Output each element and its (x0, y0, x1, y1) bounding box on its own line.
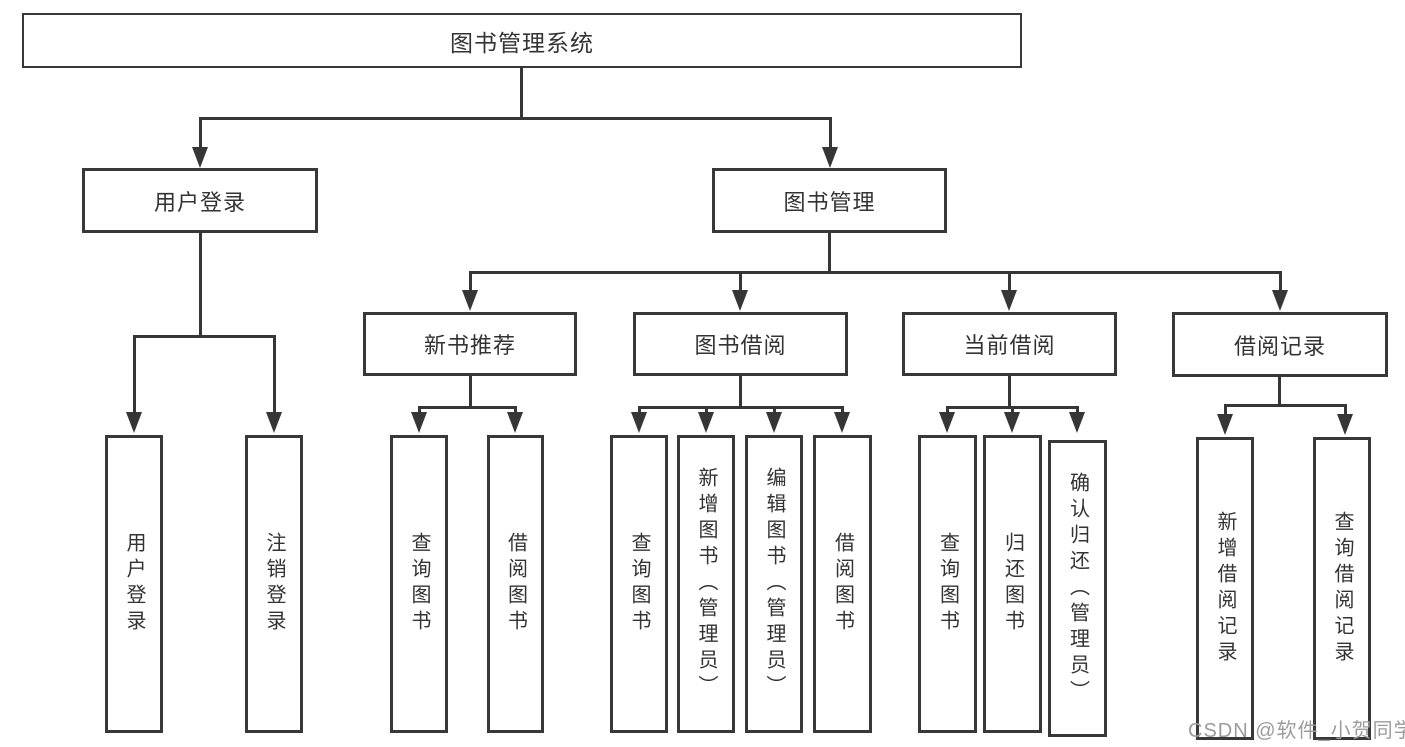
connector-hline (418, 406, 517, 409)
arrowhead-down (1337, 414, 1353, 435)
arrowhead-down (1069, 412, 1085, 433)
leaf-bb-add-books-admin-label: 新增图书（管理员） (695, 467, 717, 701)
connector-hline (133, 335, 276, 338)
csdn-watermark: CSDN @软件_小贺同学 (1188, 720, 1405, 742)
connector-vline (1076, 406, 1079, 416)
arrowhead-down (698, 412, 714, 433)
connector-vline (133, 335, 136, 415)
connector-vline (1279, 271, 1282, 293)
arrowhead-down (1217, 414, 1233, 435)
node-user-login: 用户登录 (82, 168, 318, 233)
node-root: 图书管理系统 (22, 13, 1022, 68)
arrowhead-down (1272, 290, 1288, 311)
leaf-br-query-record: 查询借阅记录 (1313, 437, 1371, 740)
connector-stub (469, 376, 472, 408)
leaf-bb-edit-books-admin: 编辑图书（管理员） (745, 435, 803, 733)
leaf-br-add-record-label: 新增借阅记录 (1214, 510, 1236, 667)
node-user-login-label: 用户登录 (153, 189, 246, 215)
arrowhead-down (1001, 290, 1017, 311)
arrowhead-down (732, 290, 748, 311)
arrowhead-down (192, 147, 208, 168)
connector-hline (199, 117, 832, 120)
leaf-br-query-record-label: 查询借阅记录 (1331, 510, 1353, 667)
leaf-logout-label: 注销登录 (263, 532, 285, 636)
leaf-cb-confirm-return-admin: 确认归还（管理员） (1048, 440, 1107, 737)
connector-stub (1278, 377, 1281, 406)
connector-vline (841, 406, 844, 416)
leaf-cb-return-books: 归还图书 (983, 435, 1042, 733)
leaf-cb-query-books-label: 查询图书 (936, 532, 959, 636)
node-new-book-recommend-label: 新书推荐 (423, 333, 516, 358)
connector-stub (828, 233, 831, 274)
leaf-bb-query-books: 查询图书 (610, 435, 668, 733)
leaf-cb-query-books: 查询图书 (918, 435, 977, 733)
leaf-nb-borrow-books: 借阅图书 (487, 435, 544, 733)
connector-vline (273, 335, 276, 415)
leaf-logout: 注销登录 (245, 435, 303, 733)
connector-vline (1008, 271, 1011, 293)
leaf-nb-query-books-label: 查询图书 (408, 532, 430, 636)
leaf-bb-query-books-label: 查询图书 (628, 532, 650, 636)
node-current-borrowing-label: 当前借阅 (963, 333, 1056, 358)
arrowhead-down (939, 412, 955, 433)
connector-hline (638, 406, 843, 409)
connector-vline (739, 271, 742, 293)
connector-stub (199, 233, 202, 337)
arrowhead-down (1004, 412, 1020, 433)
connector-stub (739, 376, 742, 408)
arrowhead-down (766, 412, 782, 433)
leaf-br-add-record: 新增借阅记录 (1196, 437, 1254, 740)
arrowhead-down (266, 412, 282, 433)
connector-hline (469, 271, 1282, 274)
leaf-bb-borrow-books: 借阅图书 (813, 435, 872, 733)
leaf-bb-add-books-admin: 新增图书（管理员） (677, 435, 735, 733)
arrowhead-down (834, 412, 850, 433)
leaf-bb-borrow-books-label: 借阅图书 (831, 532, 854, 636)
node-current-borrowing: 当前借阅 (902, 312, 1117, 376)
node-book-management-label: 图书管理 (783, 189, 876, 215)
leaf-nb-borrow-books-label: 借阅图书 (504, 532, 527, 636)
arrowhead-down (126, 412, 142, 433)
leaf-bb-edit-books-admin-label: 编辑图书（管理员） (763, 467, 785, 701)
node-borrow-records: 借阅记录 (1172, 312, 1388, 377)
node-book-borrowing-label: 图书借阅 (694, 333, 787, 358)
connector-vline (199, 117, 202, 150)
connector-vline (705, 406, 708, 416)
leaf-user-login-label: 用户登录 (123, 532, 145, 636)
node-root-label: 图书管理系统 (450, 29, 594, 56)
leaf-cb-return-books-label: 归还图书 (1001, 532, 1024, 636)
connector-vline (773, 406, 776, 416)
connector-vline (418, 406, 421, 416)
connector-vline (469, 271, 472, 293)
arrowhead-down (822, 147, 838, 168)
connector-vline (1224, 404, 1227, 416)
connector-vline (514, 406, 517, 416)
leaf-cb-confirm-return-admin-label: 确认归还（管理员） (1066, 471, 1089, 706)
node-book-borrowing: 图书借阅 (633, 312, 848, 376)
connector-vline (638, 406, 641, 416)
leaf-nb-query-books: 查询图书 (390, 435, 448, 733)
node-new-book-recommend: 新书推荐 (363, 312, 577, 376)
connector-stub (520, 68, 523, 119)
connector-hline (1224, 404, 1346, 407)
connector-vline (1011, 406, 1014, 416)
arrowhead-down (631, 412, 647, 433)
connector-vline (1344, 404, 1347, 416)
connector-vline (946, 406, 949, 416)
arrowhead-down (462, 290, 478, 311)
leaf-user-login: 用户登录 (105, 435, 163, 733)
node-borrow-records-label: 借阅记录 (1233, 333, 1326, 359)
connector-stub (1008, 376, 1011, 408)
arrowhead-down (411, 412, 427, 433)
node-book-management: 图书管理 (712, 168, 947, 233)
connector-vline (829, 117, 832, 150)
arrowhead-down (507, 412, 523, 433)
